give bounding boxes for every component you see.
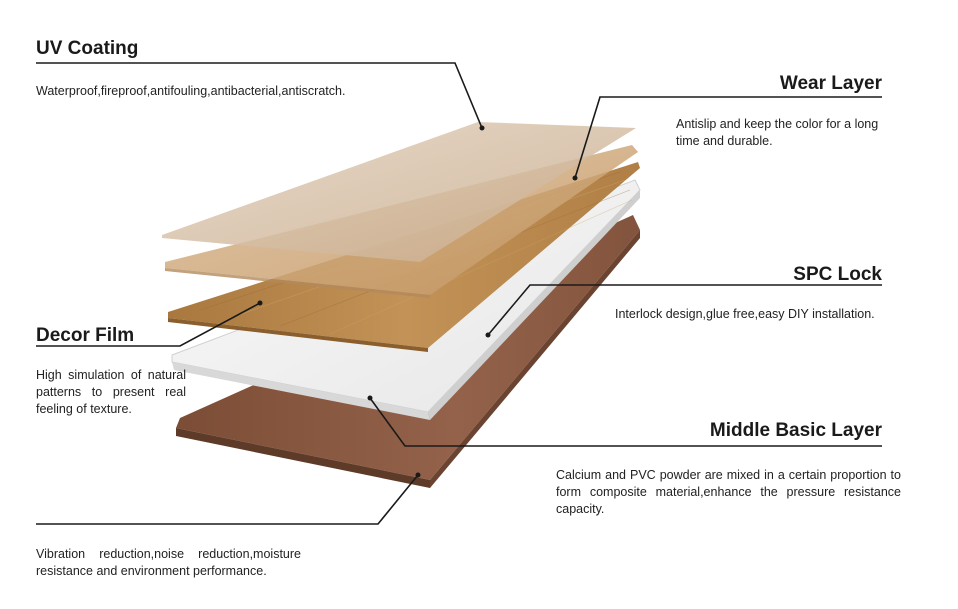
uv-coating-plank [162,122,636,262]
wear-layer-title: Wear Layer [779,73,882,94]
leader-middle-basic [369,397,882,447]
leader-decor-film [36,302,261,347]
wear-layer-description: Antislip and keep the color for a long t… [676,117,879,148]
leader-uv-coating [36,62,483,129]
spc-lock-title: SPC Lock [793,264,882,285]
leader-bottom-layer [36,474,419,525]
uv-coating-title: UV Coating [36,38,139,59]
middle-basic-layer-title: Middle Basic Layer [709,420,882,441]
decor-film-title: Decor Film [36,325,135,346]
decor-film-description: High simulation of natural patterns to p… [36,368,186,416]
leader-dots [257,125,578,478]
middle-basic-layer-description: Calcium and PVC powder are mixed in a ce… [556,468,901,516]
leader-lines [36,62,882,525]
leader-wear-layer [574,96,882,179]
leader-spc-lock [487,284,882,336]
spc-lock-description: Interlock design,glue free,easy DIY inst… [615,307,875,321]
bottom-layer-description: Vibration reduction,noise reduction,mois… [36,547,301,578]
uv-coating-description: Waterproof,fireproof,antifouling,antibac… [36,84,346,98]
